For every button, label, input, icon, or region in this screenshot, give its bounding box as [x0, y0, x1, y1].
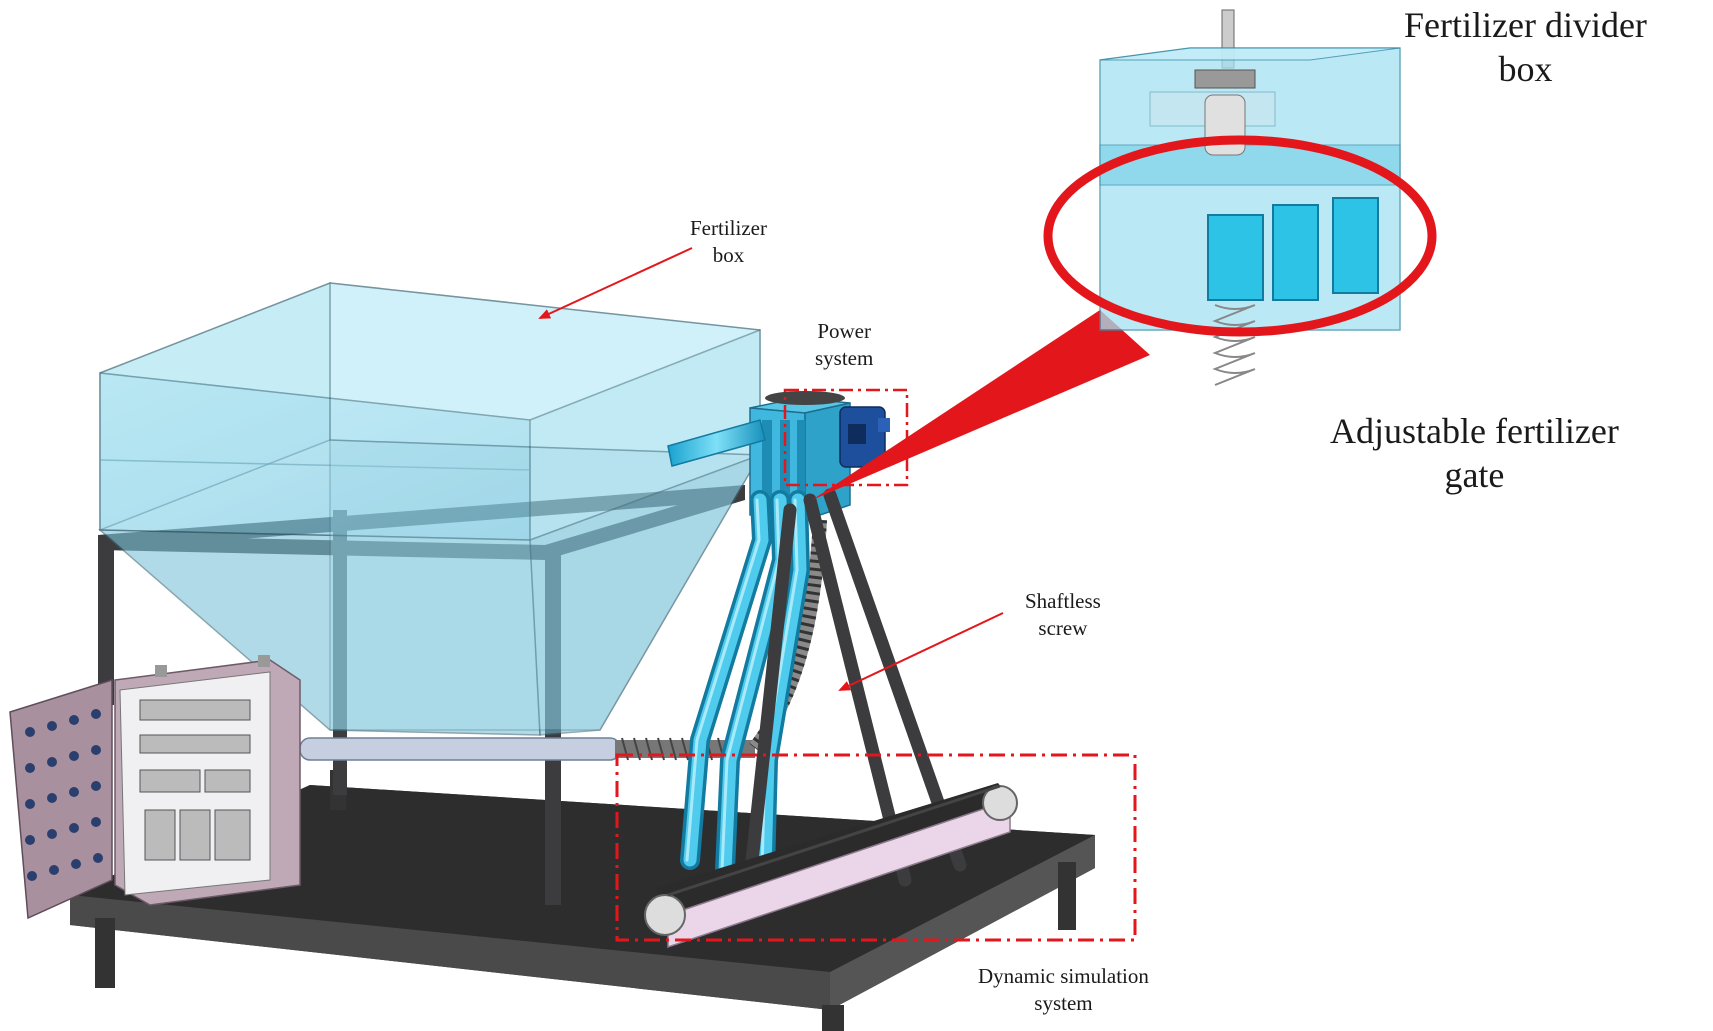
gate-slot — [1207, 214, 1264, 301]
fertilizer-box-label-line1: Fertilizer — [690, 216, 767, 240]
cabinet-buttons — [25, 709, 103, 881]
shaftless-screw-label-line2: screw — [1038, 615, 1088, 640]
fertilizer-box — [97, 281, 762, 736]
conveyor-belt — [644, 783, 1018, 949]
dynamic-simulation-region — [615, 753, 1137, 942]
fertilizer-box-label-line2: box — [712, 242, 745, 267]
table-leg — [1058, 862, 1076, 930]
power-system-label: Power system — [815, 318, 873, 372]
divider-box-label: Fertilizer divider box — [1404, 4, 1647, 92]
dynamic-simulation-label-line1: Dynamic simulation — [978, 964, 1149, 988]
dynamic-simulation-label: Dynamic simulation system — [978, 963, 1149, 1017]
table-leg — [95, 918, 115, 988]
divider-box-label-line1: Fertilizer divider — [1404, 5, 1647, 45]
gate-highlight-ellipse — [1043, 135, 1437, 337]
adjustable-gate-label-line1: Adjustable fertilizer — [1330, 411, 1619, 451]
table-leg — [822, 1005, 844, 1031]
cabinet-door — [9, 678, 113, 920]
divider-box-label-line2: box — [1498, 48, 1553, 89]
fertilizer-box-arrow — [538, 247, 693, 319]
power-system-label-line1: Power — [817, 319, 871, 343]
spring — [1212, 304, 1256, 386]
divider-box-inset — [1043, 9, 1437, 386]
dynamic-simulation-label-line2: system — [1034, 990, 1093, 1015]
fertilizer-box-label: Fertilizer box — [690, 215, 767, 269]
shaftless-screw-label: Shaftless screw — [1025, 588, 1101, 642]
gate-slot — [1332, 197, 1379, 294]
control-cabinet — [9, 655, 301, 920]
adjustable-gate-label-line2: gate — [1444, 454, 1505, 495]
screw-conveyor-tube — [299, 737, 755, 761]
zoom-callout-cone — [812, 310, 1150, 500]
adjustable-gate-label: Adjustable fertilizer gate — [1330, 410, 1619, 498]
power-system-label-line2: system — [815, 345, 874, 370]
shaftless-screw-arrow — [838, 612, 1004, 691]
gate-slot — [1272, 204, 1319, 301]
shaftless-screw-label-line1: Shaftless — [1025, 589, 1101, 613]
